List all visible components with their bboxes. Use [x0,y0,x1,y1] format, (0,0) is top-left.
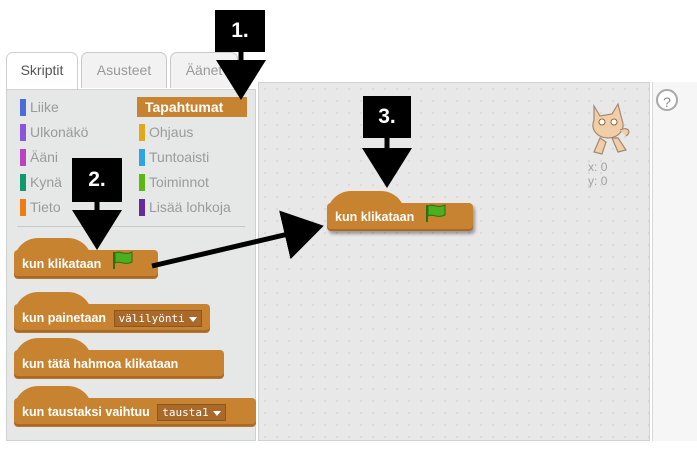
category-control[interactable]: Ohjaus [139,122,194,142]
category-swatch [139,199,145,216]
category-events[interactable]: Tapahtumat [137,97,247,117]
arrow-drag [151,210,324,269]
tab-costumes[interactable]: Asusteet [81,52,167,88]
when-key-pressed-block[interactable]: kun painetaan välilyönti [14,292,210,332]
category-sensing[interactable]: Tuntoaisti [139,147,210,167]
when-backdrop-switches-block[interactable]: kun taustaksi vaihtuu tausta1 [14,386,256,426]
help-icon[interactable]: ? [656,89,678,111]
category-label: Tuntoaisti [149,149,210,165]
block-label: kun klikataan [335,210,415,225]
category-swatch [20,199,26,216]
right-strip [652,82,697,441]
callout-2: 2. [72,158,122,202]
when-sprite-clicked-block[interactable]: kun tätä hahmoa klikataan [14,338,224,378]
category-motion[interactable]: Liike [20,97,59,117]
category-looks[interactable]: Ulkonäkö [20,122,89,142]
dropdown-arrow-icon [188,316,197,322]
sprite-cat-icon [584,100,634,156]
category-label: Ohjaus [149,124,194,140]
key-dropdown[interactable]: välilyönti [113,310,202,328]
category-swatch [139,124,145,141]
block-label: kun klikataan [22,257,102,272]
backdrop-dropdown[interactable]: tausta1 [157,404,226,422]
callout-1: 1. [215,10,265,52]
category-swatch [139,149,145,166]
block-label: kun painetaan [22,311,107,325]
x-label: x: [588,160,598,174]
category-label: Liike [30,99,59,115]
category-swatch [20,124,26,141]
green-flag-icon [424,203,448,233]
script-area[interactable] [258,82,650,441]
palette-divider [17,226,245,227]
green-flag-icon [111,250,135,280]
sprite-coordinates: x: 0 y: 0 [588,160,607,188]
category-label: Ulkonäkö [30,124,89,140]
category-label: Toiminnot [149,174,209,190]
category-label: Tapahtumat [145,99,224,115]
category-swatch [20,174,26,191]
y-label: y: [588,174,598,188]
placed-when-flag-block[interactable]: kun klikataan [327,191,473,233]
block-label: kun taustaksi vaihtuu [22,405,150,419]
x-value: 0 [600,160,608,174]
category-swatch [20,99,26,116]
tab-scripts[interactable]: Skriptit [6,52,78,90]
category-swatch [139,174,145,191]
when-flag-clicked-block[interactable]: kun klikataan [14,238,158,280]
y-value: 0 [600,174,608,188]
category-pen[interactable]: Kynä [20,172,62,192]
category-label: Lisää lohkoja [149,199,231,215]
block-label: kun tätä hahmoa klikataan [22,357,179,371]
category-label: Kynä [30,174,62,190]
dropdown-value: välilyönti [118,312,185,326]
category-data[interactable]: Tieto [20,197,61,217]
category-sound[interactable]: Ääni [20,147,59,167]
category-label: Tieto [30,199,61,215]
category-label: Ääni [30,149,59,165]
dropdown-arrow-icon [212,410,221,416]
dropdown-value: tausta1 [162,406,209,420]
category-operators[interactable]: Toiminnot [139,172,209,192]
category-swatch [20,149,26,166]
category-more-blocks[interactable]: Lisää lohkoja [139,197,231,217]
callout-3: 3. [363,96,411,138]
